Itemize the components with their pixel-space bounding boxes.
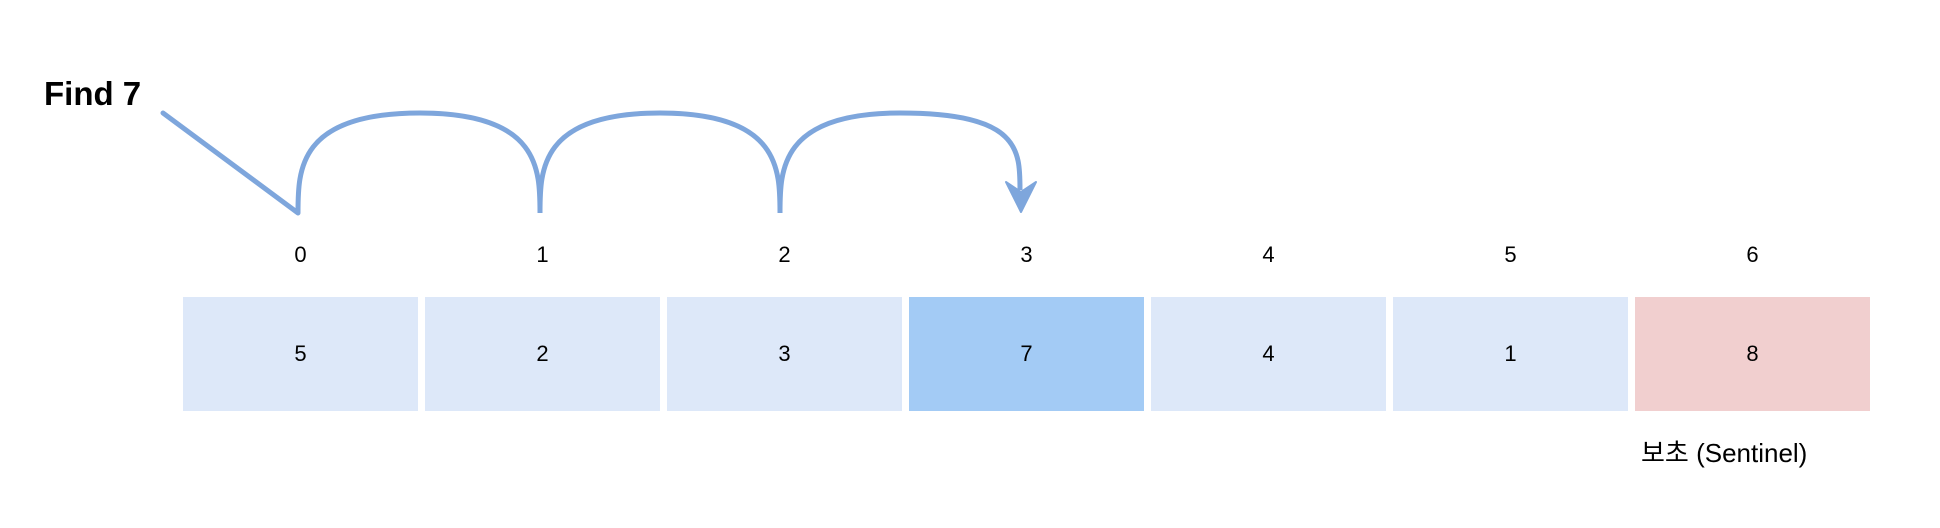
index-label: 0 [294,242,307,267]
array-cell-found: 7 [909,297,1144,411]
index-label: 3 [1020,242,1033,267]
pointer-line [160,110,301,216]
sentinel-label: 보초 (Sentinel) [1641,438,1808,468]
index-label: 4 [1262,242,1275,267]
array-cell: 3 [667,297,902,411]
array-cell: 2 [425,297,660,411]
array-cell: 4 [1151,297,1386,411]
hop-arc-0-1 [295,110,543,214]
hop-arc-2-3 [777,110,1023,214]
index-label: 5 [1504,242,1517,267]
array-cell: 5 [183,297,418,411]
array-cell-sentinel: 8 [1635,297,1870,411]
arrow-head [1005,181,1037,213]
hop-arc-1-2 [537,110,783,214]
array-cell: 1 [1393,297,1628,411]
index-label: 2 [778,242,791,267]
index-label: 1 [536,242,549,267]
diagram-title: Find 7 [44,75,142,112]
index-label: 6 [1746,242,1759,267]
